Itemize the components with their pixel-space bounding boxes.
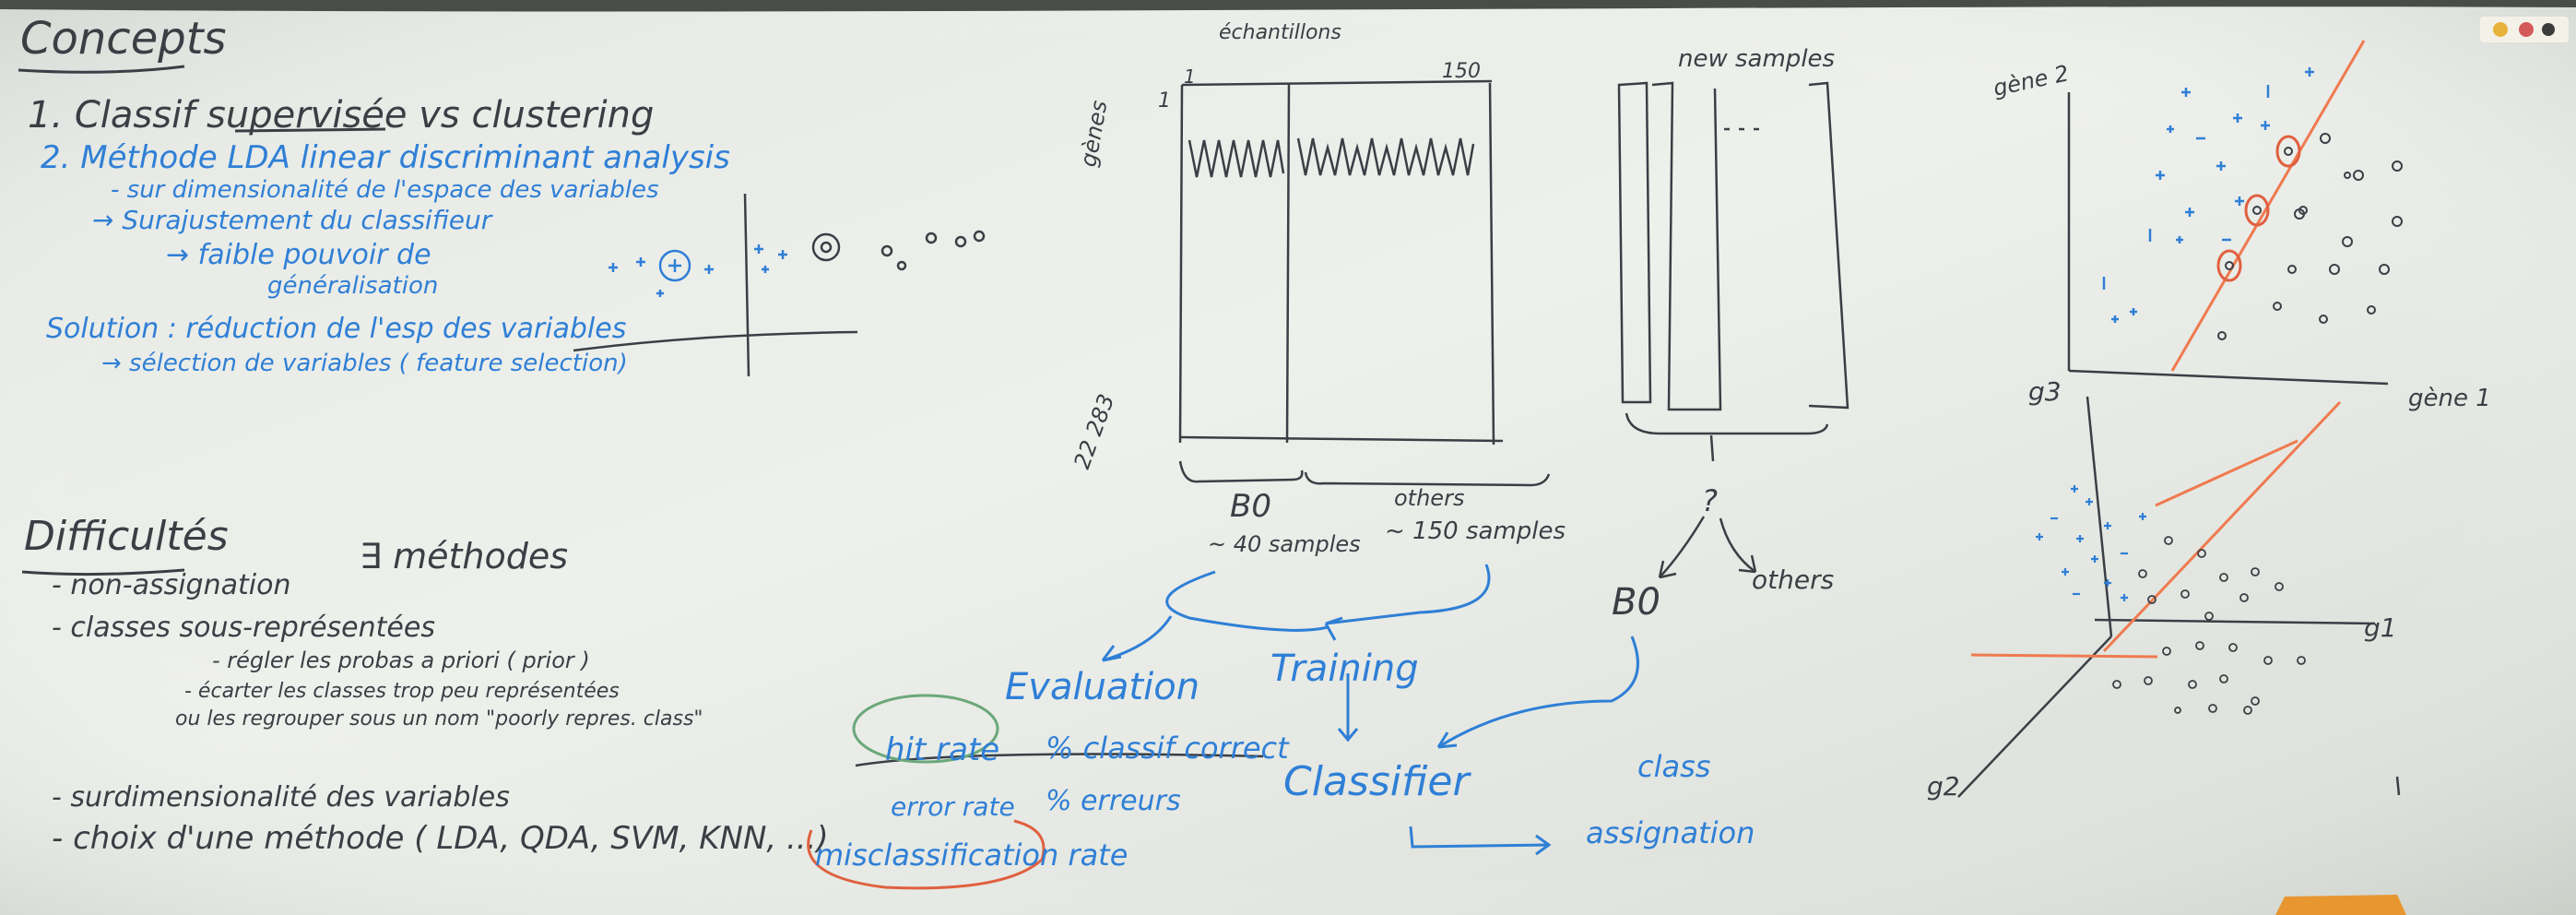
difficulty-item-1: - non-assignation bbox=[52, 569, 290, 601]
samples-label: échantillons bbox=[1219, 21, 1341, 44]
exists-methods: ∃ méthodes bbox=[360, 536, 568, 576]
error-rate-label: error rate bbox=[891, 791, 1015, 822]
g3-axis-label: g3 bbox=[2028, 376, 2062, 407]
concepts-line-5: → faible pouvoir de bbox=[166, 239, 431, 271]
evaluation-label: Evaluation bbox=[1005, 666, 1199, 708]
g2-axis-label: g2 bbox=[1927, 771, 1960, 802]
concepts-line-2: 2. Méthode LDA linear discriminant analy… bbox=[41, 139, 730, 176]
flow-arrows bbox=[1101, 564, 1639, 856]
percent-correct-label: % classif correct bbox=[1046, 731, 1290, 766]
concepts-title: Concepts bbox=[20, 13, 227, 65]
scatter-3d-labels: g3 g1 g2 bbox=[1927, 376, 2397, 802]
difficulties-title: Difficultés bbox=[24, 513, 229, 560]
scatter-2d bbox=[2067, 40, 2403, 386]
last-column-label: 150 bbox=[1442, 60, 1481, 83]
concepts-line-4: → Surajustement du classifieur bbox=[92, 205, 493, 235]
question-mark: ? bbox=[1702, 483, 1718, 518]
first-row-label: 1 bbox=[1158, 89, 1171, 113]
training-label: Training bbox=[1270, 648, 1419, 690]
new-samples-diagram bbox=[1617, 81, 1849, 579]
data-matrix bbox=[1178, 79, 1551, 487]
difficulty-item-2b: - écarter les classes trop peu représent… bbox=[184, 680, 620, 703]
b0-prediction-label: B0 bbox=[1612, 581, 1660, 624]
gene1-axis-label: gène 1 bbox=[2408, 385, 2491, 412]
flow-labels: Evaluation Training hit rate % classif c… bbox=[815, 648, 1755, 873]
b0-label: B0 bbox=[1230, 488, 1271, 525]
difficulty-item-2: - classes sous-représentées bbox=[52, 612, 435, 644]
g1-axis-label: g1 bbox=[2364, 612, 2397, 643]
misclassification-label: misclassification rate bbox=[815, 838, 1128, 873]
percent-errors-label: % erreurs bbox=[1046, 785, 1181, 817]
new-samples-labels: new samples ? B0 others bbox=[1612, 45, 1835, 624]
difficulties-section: Difficultés - non-assignation ∃ méthodes… bbox=[21, 513, 829, 857]
hit-rate-label: hit rate bbox=[885, 731, 999, 768]
new-samples-label: new samples bbox=[1678, 45, 1835, 73]
orange-object bbox=[2275, 895, 2406, 915]
matrix-labels: échantillons 1 150 1 gènes 22 283 B0 ~ 4… bbox=[1069, 21, 1566, 557]
b0-count: ~ 40 samples bbox=[1208, 531, 1361, 557]
solution-line-2: → sélection de variables ( feature selec… bbox=[101, 350, 628, 377]
difficulty-item-2c: ou les regrouper sous un nom "poorly rep… bbox=[175, 707, 703, 731]
first-column-label: 1 bbox=[1184, 65, 1196, 88]
others-count: ~ 150 samples bbox=[1385, 517, 1566, 545]
class-label: class bbox=[1637, 749, 1710, 784]
one-dimension-sketch bbox=[573, 193, 986, 377]
difficulty-item-4: - choix d'une méthode ( LDA, QDA, SVM, K… bbox=[52, 820, 829, 857]
solution-line-1: Solution : réduction de l'esp des variab… bbox=[46, 313, 626, 345]
classifier-label: Classifier bbox=[1283, 758, 1471, 805]
scatter-3d bbox=[1957, 396, 2401, 798]
others-prediction-label: others bbox=[1752, 564, 1834, 595]
difficulty-item-2a: - régler les probas a priori ( prior ) bbox=[212, 648, 590, 673]
difficulty-item-3: - surdimensionalité des variables bbox=[52, 781, 510, 814]
concepts-section: Concepts 1. Classif supervisée vs cluste… bbox=[18, 13, 730, 377]
evaluation-metrics bbox=[807, 694, 1264, 890]
assignation-label: assignation bbox=[1586, 815, 1755, 850]
others-label: others bbox=[1394, 485, 1464, 511]
concepts-line-6: généralisation bbox=[267, 272, 438, 300]
concepts-line-3: - sur dimensionalité de l'espace des var… bbox=[111, 176, 659, 204]
